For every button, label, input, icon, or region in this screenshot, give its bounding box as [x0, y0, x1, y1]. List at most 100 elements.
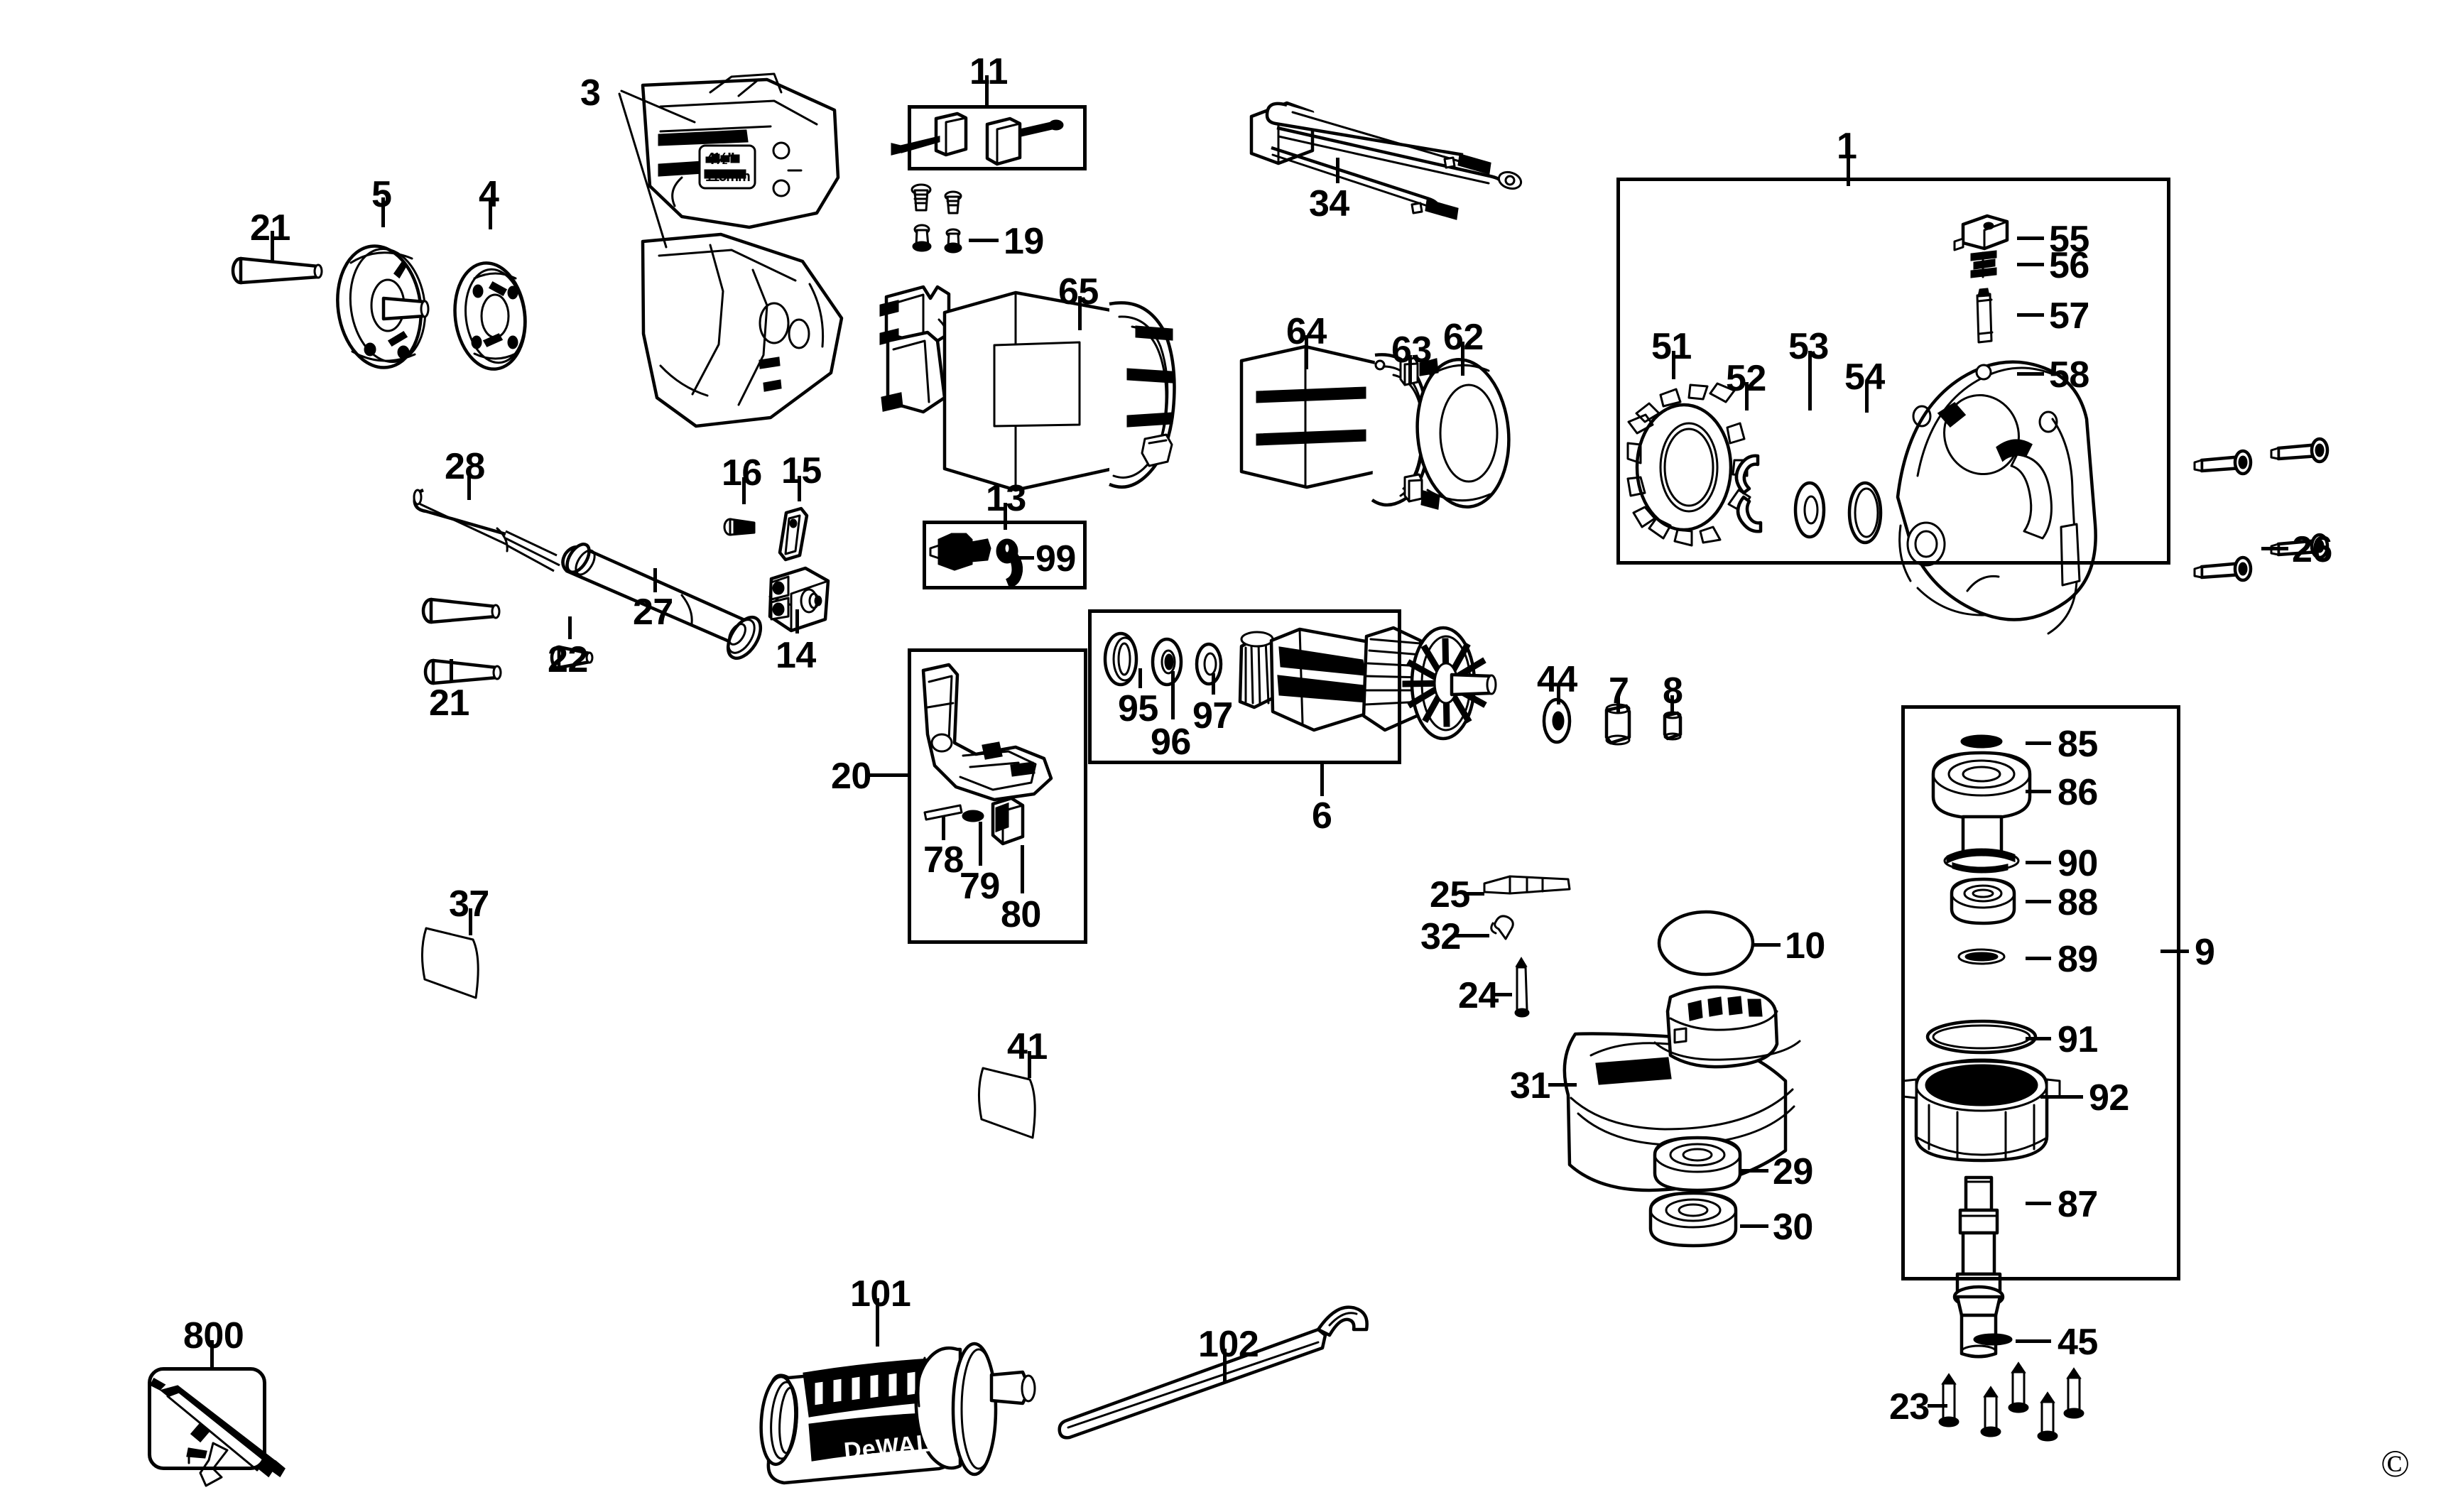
- callout-number-97: 97: [1192, 695, 1233, 736]
- part-21-screw-lower-a: [421, 597, 501, 624]
- callout-number-41: 41: [1007, 1026, 1048, 1067]
- callout-number-19: 19: [1004, 221, 1044, 262]
- callout-leader-89: [2026, 957, 2051, 960]
- part-23-screws: [1938, 1361, 2084, 1442]
- callout-leader-99: [1010, 556, 1034, 560]
- callout-leader-45: [2016, 1339, 2051, 1343]
- part-19-screws: [911, 183, 962, 254]
- callout-number-55: 55: [2049, 219, 2089, 260]
- callout-leader-88: [2026, 900, 2051, 903]
- callout-number-21: 21: [250, 207, 290, 249]
- callout-leader-4: [489, 197, 492, 229]
- callout-leader-92: [2040, 1095, 2083, 1099]
- callout-leader-26: [2261, 547, 2288, 550]
- callout-leader-29: [1740, 1169, 1768, 1173]
- group-box-11: [908, 105, 1087, 170]
- callout-number-102: 102: [1198, 1324, 1259, 1365]
- part-4-brush-plate: [453, 261, 527, 371]
- callout-leader-64: [1305, 335, 1308, 369]
- callout-leader-800: [210, 1340, 214, 1370]
- callout-leader-31: [1548, 1083, 1577, 1087]
- callout-number-78: 78: [923, 839, 964, 881]
- callout-number-85: 85: [2058, 724, 2098, 765]
- callout-number-51: 51: [1651, 326, 1692, 367]
- callout-leader-20: [868, 773, 909, 777]
- callout-leader-79: [979, 822, 982, 866]
- part-45-shim: [1973, 1333, 2013, 1346]
- callout-leader-95: [1138, 668, 1142, 688]
- part-15-clip: [778, 506, 809, 562]
- callout-number-95: 95: [1118, 688, 1158, 729]
- callout-number-32: 32: [1420, 916, 1461, 957]
- callout-leader-10: [1752, 943, 1781, 947]
- part-10-disc: [1657, 910, 1755, 977]
- callout-leader-34: [1336, 158, 1339, 183]
- callout-leader-30: [1740, 1224, 1768, 1228]
- callout-number-20: 20: [831, 756, 871, 797]
- callout-number-34: 34: [1309, 183, 1349, 224]
- callout-number-79: 79: [960, 866, 1000, 907]
- callout-number-30: 30: [1773, 1207, 1813, 1248]
- part-21-screw-lower-b: [423, 658, 502, 685]
- callout-leader-54: [1865, 381, 1869, 413]
- callout-leader-96: [1171, 671, 1175, 719]
- callout-number-99: 99: [1036, 538, 1076, 580]
- part-37-pad: [420, 927, 479, 999]
- part-5-rear-cover: [336, 244, 430, 369]
- group-box-800: [148, 1367, 266, 1470]
- callout-number-89: 89: [2058, 939, 2098, 980]
- callout-leader-24: [1494, 993, 1512, 996]
- callout-leader-15: [798, 476, 801, 501]
- callout-number-11: 11: [969, 51, 1008, 92]
- callout-leader-55: [2017, 236, 2044, 240]
- part-32-clip: [1490, 915, 1514, 940]
- callout-number-101: 101: [850, 1273, 911, 1315]
- callout-leader-58: [2017, 372, 2044, 376]
- callout-number-15: 15: [781, 450, 822, 491]
- callout-leader-19: [969, 239, 999, 242]
- callout-leader-53: [1808, 351, 1812, 410]
- callout-number-54: 54: [1844, 357, 1885, 398]
- callout-leader-52: [1745, 382, 1749, 410]
- callout-number-88: 88: [2058, 882, 2098, 923]
- callout-number-10: 10: [1785, 925, 1825, 967]
- callout-number-28: 28: [445, 446, 485, 487]
- part-62-baffle-plate: [1415, 357, 1511, 510]
- callout-number-80: 80: [1001, 894, 1041, 935]
- callout-leader-65: [1078, 296, 1082, 330]
- callout-leader-85: [2026, 741, 2051, 745]
- part-31-guard: [1562, 985, 1801, 1192]
- callout-leader-37: [469, 908, 472, 935]
- callout-number-25: 25: [1430, 874, 1470, 915]
- callout-leader-32: [1455, 934, 1489, 937]
- callout-leader-11: [985, 75, 989, 107]
- housing-size-imperial: 4½": [706, 149, 735, 168]
- callout-number-21: 21: [429, 682, 469, 724]
- callout-number-96: 96: [1151, 722, 1191, 763]
- part-21-screw-upper: [231, 256, 323, 285]
- callout-leader-13: [1004, 503, 1007, 530]
- callout-number-6: 6: [1312, 795, 1332, 837]
- callout-leader-80: [1021, 845, 1024, 893]
- callout-leader-25: [1464, 892, 1484, 896]
- part-101-side-handle: [759, 1342, 1036, 1485]
- callout-number-86: 86: [2058, 772, 2098, 813]
- callout-leader-87: [2026, 1202, 2051, 1205]
- callout-number-45: 45: [2058, 1322, 2098, 1363]
- callout-number-14: 14: [776, 635, 816, 676]
- part-29-flange: [1653, 1136, 1742, 1192]
- part-34-wire-harness: [1249, 101, 1523, 220]
- part-3-motor-housing: [618, 72, 844, 428]
- part-30-flange: [1648, 1191, 1738, 1248]
- callout-number-22: 22: [548, 639, 588, 680]
- callout-number-16: 16: [722, 452, 762, 494]
- callout-leader-5: [381, 197, 385, 227]
- part-16-screw: [723, 518, 756, 536]
- callout-leader-16: [742, 477, 746, 504]
- callout-leader-86: [2026, 790, 2051, 793]
- callout-leader-102: [1223, 1349, 1227, 1381]
- part-24-pin: [1514, 957, 1530, 1018]
- group-box-1: [1616, 178, 2170, 565]
- callout-number-27: 27: [633, 592, 673, 633]
